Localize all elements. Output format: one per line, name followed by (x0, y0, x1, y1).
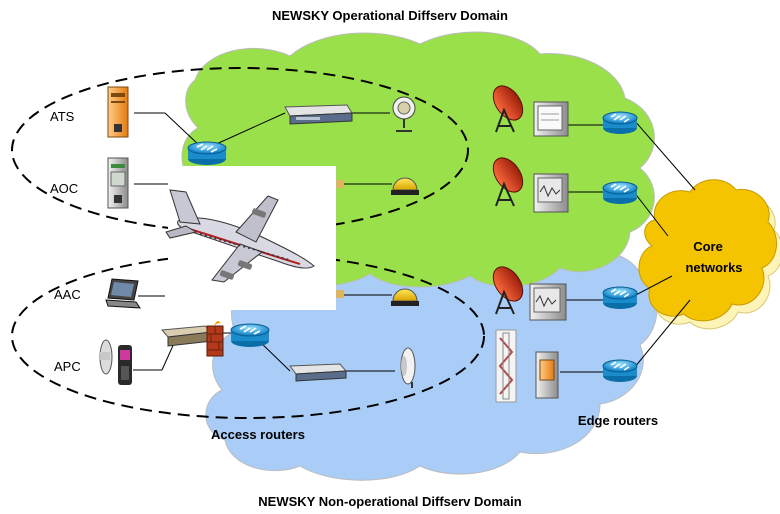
aoc-label: AOC (50, 181, 78, 196)
edge-router-icon (602, 181, 638, 204)
non-operational-domain-title: NEWSKY Non-operational Diffserv Domain (258, 494, 521, 509)
hidden-device-icon (336, 180, 344, 188)
apc-label: APC (54, 359, 81, 374)
apc-antenna-icon (99, 339, 113, 375)
aac-laptop-icon (105, 278, 141, 309)
satellite-dish-icon (492, 157, 524, 207)
ground-server-icon (529, 283, 567, 321)
lower-switch-icon (160, 325, 214, 347)
access-routers-label: Access routers (211, 427, 305, 442)
satellite-dish-icon (492, 85, 524, 133)
firewall-icon (206, 321, 224, 357)
lower-aircraft-domain-ellipse (11, 253, 485, 419)
core-networks-label-line1: Core (693, 239, 723, 254)
core-networks-label-line2: networks (685, 260, 742, 275)
aoc-server-icon (107, 157, 129, 209)
ground-antenna-icon (495, 329, 517, 403)
upper-satcom-dome-icon (391, 177, 419, 195)
ground-server-icon (533, 101, 569, 137)
edge-routers-label: Edge routers (578, 413, 658, 428)
ground-server-icon (533, 173, 569, 213)
access-router-icon (187, 141, 227, 165)
operational-domain-title: NEWSKY Operational Diffserv Domain (272, 8, 508, 23)
aac-label: AAC (54, 287, 81, 302)
ats-label: ATS (50, 109, 75, 124)
ats-server-icon (107, 86, 129, 138)
aircraft-icon (165, 166, 336, 310)
upper-modem-icon (284, 104, 353, 125)
edge-router-icon (602, 111, 638, 134)
lower-modem-icon (289, 363, 348, 382)
connection-lines (133, 112, 696, 373)
upper-antenna-icon (392, 96, 416, 132)
satellite-dish-icon (492, 266, 524, 315)
core-network-cloud (638, 179, 780, 330)
lower-satcom-dome-icon (391, 288, 419, 306)
lower-antenna-icon (400, 347, 416, 388)
hidden-device-icon (336, 290, 344, 298)
edge-router-icon (602, 286, 638, 309)
access-router-icon (230, 323, 270, 347)
apc-phone-icon (118, 345, 132, 385)
edge-router-icon (602, 359, 638, 382)
ground-server-icon (535, 351, 559, 399)
